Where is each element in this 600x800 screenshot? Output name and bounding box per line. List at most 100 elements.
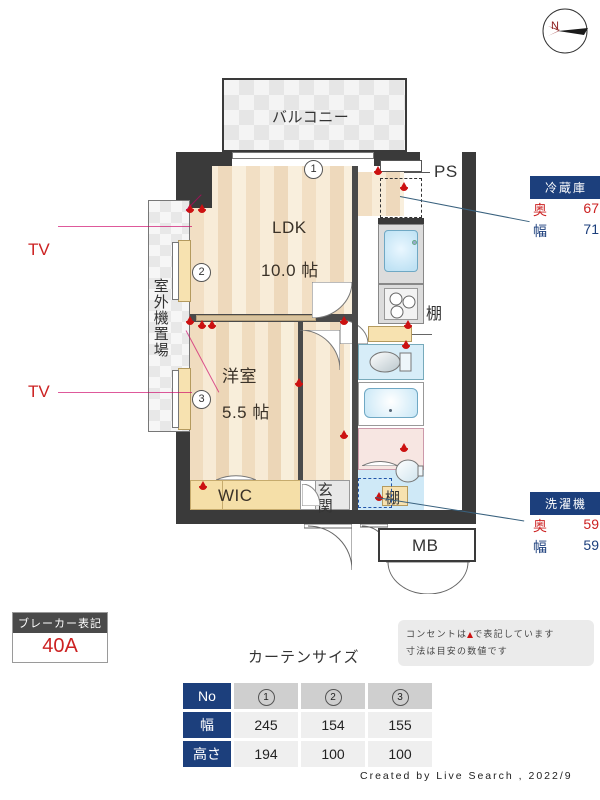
kitchen-shelf-leader — [412, 334, 432, 335]
curtain-col-3: 3 — [368, 683, 432, 709]
tv-label-lower: TV — [28, 382, 50, 401]
breaker-value: 40A — [42, 635, 78, 657]
stove-burners-icon — [384, 288, 418, 320]
bedroom-label: 洋室 — [222, 367, 257, 386]
toilet-icon — [394, 456, 424, 490]
window-3-frame — [178, 368, 191, 430]
outlet-marker — [402, 340, 410, 349]
curtain-header-no: No — [183, 683, 231, 709]
compass: N — [538, 4, 592, 58]
washer-depth-value: 59 — [583, 516, 599, 532]
washer-depth-key: 奥 — [533, 518, 547, 534]
refrigerator-width-key: 幅 — [533, 223, 547, 239]
appliance-box-washer: 洗濯機 奥 59 幅 59 — [530, 492, 600, 557]
outlet-marker — [400, 182, 408, 191]
corridor-floor — [302, 322, 350, 480]
window-2-glass — [172, 242, 179, 300]
washer-width-key: 幅 — [533, 539, 547, 555]
curtain-width-1: 245 — [234, 712, 298, 738]
refrigerator-depth-key: 奥 — [533, 202, 547, 218]
outlet-marker — [340, 316, 348, 325]
bath-shelf-label: 棚 — [385, 490, 401, 507]
curtain-col-1-marker: 1 — [257, 688, 275, 706]
curtain-col-2-marker: 2 — [324, 688, 342, 706]
outlet-marker — [340, 430, 348, 439]
wall-bedroom-corridor — [298, 322, 303, 480]
ldk-door-swing — [311, 281, 353, 319]
mb-double-door-swing — [386, 561, 470, 595]
outlet-marker — [404, 320, 412, 329]
outlet-marker — [198, 204, 206, 213]
balcony-area — [222, 78, 407, 152]
note-line-1-post: で表記しています — [473, 629, 555, 639]
refrigerator-dashed-outline — [380, 178, 422, 218]
outlet-marker — [199, 481, 207, 490]
curtain-width-3: 155 — [368, 712, 432, 738]
faucet-icon — [412, 240, 417, 245]
curtain-header-width: 幅 — [183, 712, 231, 738]
window-3-glass — [172, 370, 179, 428]
curtain-height-2: 100 — [301, 741, 365, 767]
wall-right-outer — [462, 152, 476, 524]
balcony-label: バルコニー — [272, 109, 350, 126]
breaker-title: ブレーカー表記 — [13, 613, 107, 633]
genkan-label: 玄関 — [315, 482, 333, 514]
bedroom-door-swing — [299, 329, 341, 371]
table-row-no: No 1 2 3 — [183, 683, 432, 709]
wic-door-swing — [215, 448, 257, 481]
window-marker-1: 1 — [304, 160, 323, 179]
curtain-col-2: 2 — [301, 683, 365, 709]
wall-kitchen-left — [352, 166, 358, 314]
tv-upper-leader-line — [58, 226, 192, 227]
shoe-box-door-swing — [301, 483, 321, 507]
tv-label-upper: TV — [28, 240, 50, 259]
refrigerator-width-value: 71 — [583, 221, 599, 237]
washer-space-dashed — [358, 478, 392, 508]
curtain-height-1: 194 — [234, 741, 298, 767]
outlet-triangle-icon — [467, 632, 474, 638]
curtain-header-height: 高さ — [183, 741, 231, 767]
kitchen-shelf-label: 棚 — [426, 306, 443, 323]
wall-ps-bottom — [378, 218, 424, 224]
wic-label: WIC — [218, 486, 253, 505]
bedroom-area-label: 5.5 帖 — [222, 403, 270, 422]
wall-ldk-left-bump — [190, 166, 212, 208]
wall-bottom — [176, 510, 476, 524]
wall-top-left — [176, 152, 232, 166]
note-line-1-pre: コンセントは — [406, 629, 468, 639]
ps-label: PS — [434, 162, 458, 181]
sliding-door-bedroom — [196, 315, 316, 321]
outlet-marker — [400, 443, 408, 452]
refrigerator-depth-value: 67 — [583, 200, 599, 216]
kitchen-shelf — [368, 326, 412, 342]
sink-basin-icon — [384, 230, 418, 272]
outdoor-unit-label: 室外機置場 — [151, 278, 169, 358]
ldk-area-label: 10.0 帖 — [261, 261, 319, 280]
mb-label: MB — [412, 536, 439, 555]
curtain-height-3: 100 — [368, 741, 432, 767]
table-row-height: 高さ 194 100 100 — [183, 741, 432, 767]
curtain-col-3-marker: 3 — [391, 688, 409, 706]
window-2-frame — [178, 240, 191, 302]
outlet-marker — [374, 166, 382, 175]
outlet-marker — [208, 320, 216, 329]
table-row-width: 幅 245 154 155 — [183, 712, 432, 738]
outlet-marker — [375, 492, 383, 501]
bathtub-drain-icon — [389, 409, 392, 412]
credit-text: Created by Live Search , 2022/9 — [360, 770, 573, 782]
refrigerator-space — [358, 172, 404, 216]
dressing-door-swing — [361, 432, 399, 467]
outlet-marker — [295, 378, 303, 387]
appliance-box-refrigerator: 冷蔵庫 奥 67 幅 71 — [530, 176, 600, 241]
breaker-box: ブレーカー表記 40A — [12, 612, 108, 663]
tv-lower-leader-line — [58, 392, 192, 393]
outlet-marker — [186, 316, 194, 325]
mb-box — [378, 528, 476, 562]
legend-note: コンセントはで表記しています 寸法は目安の数値です — [398, 620, 594, 667]
washbasin-icon — [368, 350, 412, 374]
curtain-col-1: 1 — [234, 683, 298, 709]
wall-wet-left — [352, 314, 358, 510]
washer-title: 洗濯機 — [530, 492, 600, 515]
balcony-window — [232, 152, 374, 159]
outlet-marker — [198, 320, 206, 329]
